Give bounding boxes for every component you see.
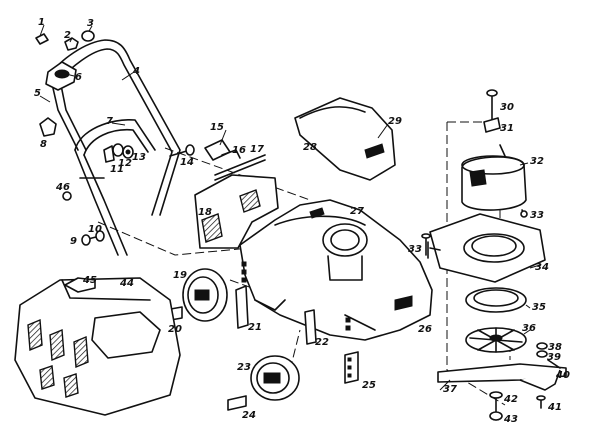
callout-32: 32 — [530, 156, 544, 167]
callout-9: 9 — [70, 236, 77, 247]
callout-40: 40 — [555, 370, 570, 381]
rear-flap-18 — [194, 174, 279, 249]
callout-13: 13 — [132, 152, 146, 163]
callout-39: 39 — [547, 352, 561, 363]
callout-10: 10 — [88, 224, 102, 235]
callout-38: 38 — [548, 342, 562, 353]
front-wheel-23 — [250, 355, 300, 401]
leader-lines — [39, 24, 541, 391]
callout-41: 41 — [547, 402, 562, 413]
callout-21: 21 — [248, 322, 262, 333]
callout-5: 5 — [34, 88, 41, 99]
callout-22: 22 — [315, 337, 329, 348]
callout-15: 15 — [210, 122, 224, 133]
callout-30: 30 — [500, 102, 514, 113]
rear-wheel-19 — [182, 268, 228, 322]
motor-32 — [461, 89, 528, 218]
small-hardware-15-17 — [204, 139, 266, 181]
callout-25: 25 — [362, 380, 376, 391]
callout-8: 8 — [40, 139, 47, 150]
mower-housing-27 — [239, 199, 433, 341]
callout-44: 44 — [119, 278, 134, 289]
blade-37 — [437, 342, 567, 421]
callout-4: 4 — [132, 66, 140, 77]
callout-19: 19 — [173, 270, 187, 281]
callout-18: 18 — [198, 207, 212, 218]
fan-36 — [465, 327, 527, 353]
callout-17: 17 — [250, 144, 264, 155]
callout-labels: 1 2 3 4 5 6 7 8 9 10 11 12 13 14 15 16 1… — [34, 17, 570, 425]
grass-catcher-44 — [14, 277, 181, 416]
handle-assembly — [35, 30, 195, 256]
callout-16: 16 — [232, 145, 246, 156]
callout-7: 7 — [106, 116, 113, 127]
callout-3: 3 — [87, 18, 94, 29]
callout-42: 42 — [503, 394, 518, 405]
callout-33a: 33 — [530, 210, 544, 221]
callout-31: 31 — [500, 123, 514, 134]
callout-1: 1 — [38, 17, 45, 28]
callout-34: 34 — [535, 262, 549, 273]
callout-27: 27 — [350, 206, 364, 217]
callout-37: 37 — [443, 384, 457, 395]
callout-6: 6 — [75, 72, 82, 83]
small-parts-20-26 — [164, 285, 359, 411]
callout-20: 20 — [168, 324, 182, 335]
callout-45: 45 — [82, 275, 97, 286]
callout-2: 2 — [64, 30, 71, 41]
callout-36: 36 — [522, 323, 536, 334]
callout-46: 46 — [55, 182, 70, 193]
callout-11: 11 — [110, 164, 124, 175]
callout-12: 12 — [118, 158, 132, 169]
callout-35: 35 — [532, 302, 546, 313]
callout-28: 28 — [303, 142, 317, 153]
callout-23: 23 — [237, 362, 251, 373]
callout-24: 24 — [242, 410, 256, 421]
bolts-33 — [421, 233, 431, 256]
callout-43: 43 — [503, 414, 518, 425]
callout-26: 26 — [418, 324, 432, 335]
motor-plate-34 — [427, 213, 546, 283]
motor-cover-28 — [294, 97, 396, 181]
ring-35 — [465, 287, 527, 313]
callout-29: 29 — [388, 116, 402, 127]
callout-33b: 33 — [408, 244, 422, 255]
callout-14: 14 — [180, 157, 194, 168]
